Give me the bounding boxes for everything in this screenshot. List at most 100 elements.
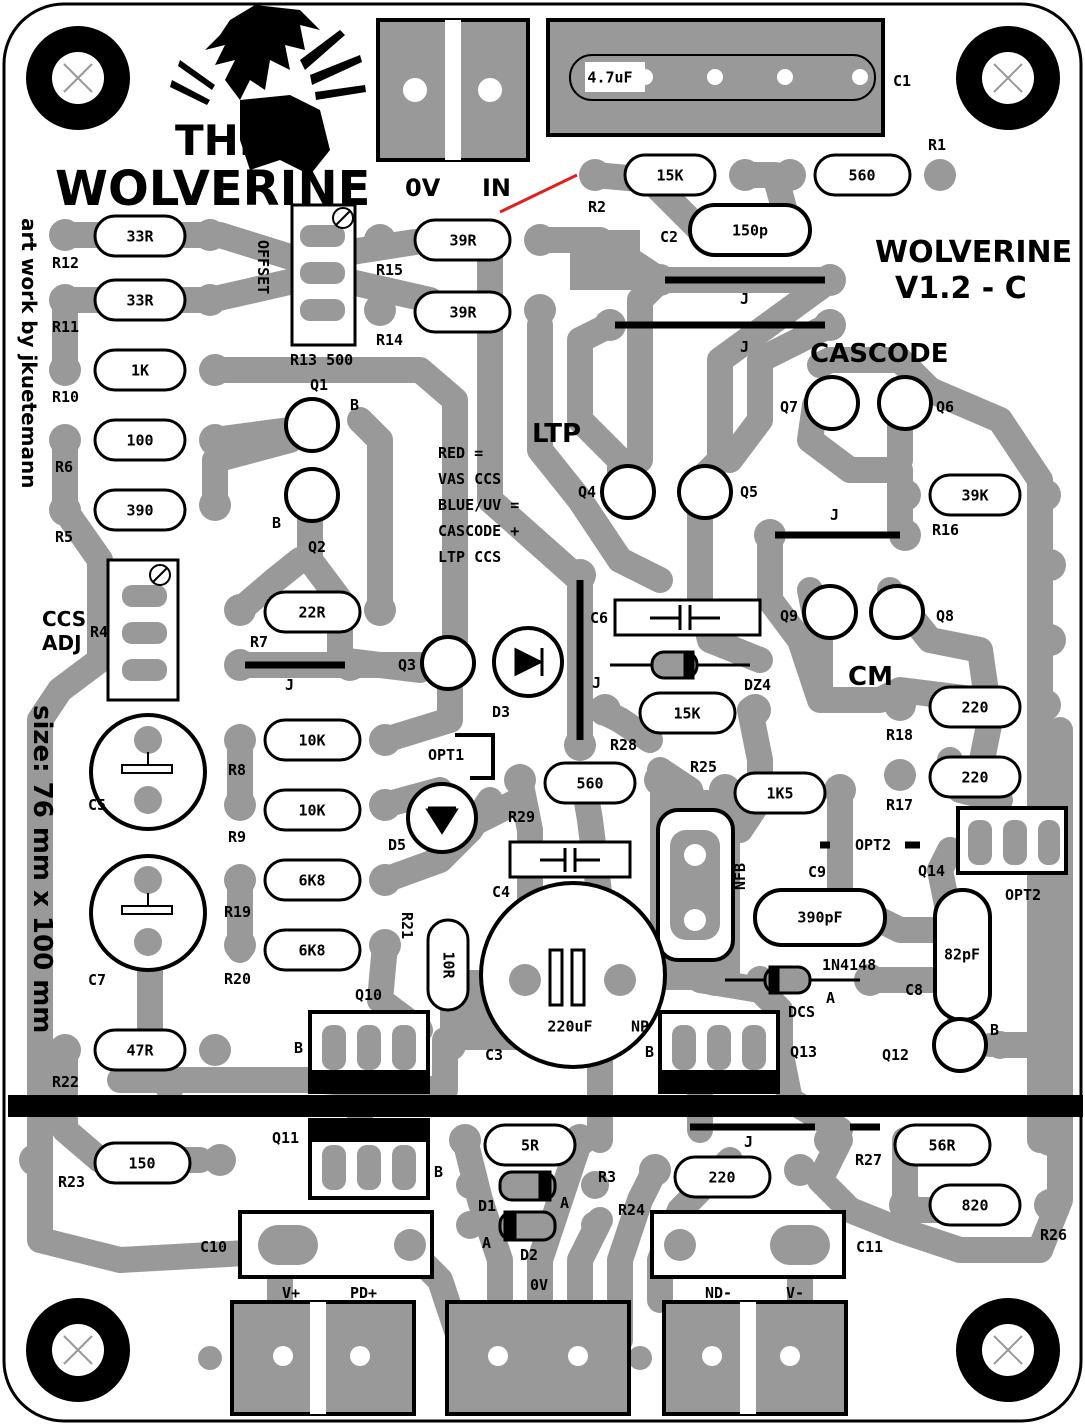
svg-text:B: B xyxy=(350,396,359,414)
output-terminals xyxy=(230,1300,848,1416)
red-wire xyxy=(499,173,578,214)
c3-value: 220uF xyxy=(547,1018,592,1036)
svg-text:C4: C4 xyxy=(492,883,510,901)
legend-line-1: RED = xyxy=(438,444,483,462)
svg-text:R14: R14 xyxy=(376,331,403,349)
svg-text:R15: R15 xyxy=(376,261,403,279)
r10-value: 1K xyxy=(131,362,149,380)
svg-text:D5: D5 xyxy=(388,836,406,854)
component-outlines xyxy=(93,153,1022,1227)
svg-text:R25: R25 xyxy=(690,758,717,776)
svg-text:Q8: Q8 xyxy=(936,607,954,625)
svg-text:B: B xyxy=(272,514,281,532)
svg-text:R12: R12 xyxy=(52,254,79,272)
r16-value: 39K xyxy=(961,487,988,505)
c7-body xyxy=(89,854,207,972)
wolverine-logo xyxy=(170,5,366,175)
r1-value: 560 xyxy=(848,167,875,185)
version-rev: V1.2 - C xyxy=(895,271,1027,306)
vplus-label: V+ xyxy=(282,1284,300,1302)
r26-value: 820 xyxy=(961,1197,988,1215)
r20-value: 6K8 xyxy=(298,942,325,960)
svg-text:J: J xyxy=(285,676,294,694)
c9-body xyxy=(753,888,887,947)
svg-text:Q11: Q11 xyxy=(272,1129,299,1147)
svg-text:Q2: Q2 xyxy=(308,538,326,556)
svg-text:J: J xyxy=(740,290,749,308)
svg-text:C10: C10 xyxy=(200,1238,227,1256)
in-0v-label: 0V xyxy=(405,174,441,202)
svg-text:OPT2: OPT2 xyxy=(855,836,891,854)
out-0v-label: 0V xyxy=(530,1276,548,1294)
size-note: size: 76 mm x 100 mm xyxy=(27,705,57,1033)
legend: RED = VAS CCS BLUE/UV = CASCODE + LTP CC… xyxy=(438,444,519,566)
ccs-label: CCS xyxy=(42,607,86,631)
svg-text:R19: R19 xyxy=(224,903,251,921)
r23-value: 150 xyxy=(128,1155,155,1173)
svg-text:B: B xyxy=(645,1043,654,1061)
r8-value: 10K xyxy=(298,732,325,750)
legend-line-2: VAS CCS xyxy=(438,470,501,488)
svg-text:R6: R6 xyxy=(55,458,73,476)
r7-value: 22R xyxy=(298,604,326,622)
opt1-bracket xyxy=(455,733,495,780)
r27-value: 56R xyxy=(928,1137,956,1155)
svg-text:C6: C6 xyxy=(590,609,608,627)
version-name: WOLVERINE xyxy=(875,235,1072,270)
svg-text:B: B xyxy=(990,1021,999,1039)
svg-text:R22: R22 xyxy=(52,1073,79,1091)
svg-text:R26: R26 xyxy=(1040,1226,1067,1244)
svg-text:A: A xyxy=(482,1234,491,1252)
svg-text:Q4: Q4 xyxy=(578,483,596,501)
svg-text:A: A xyxy=(826,989,835,1007)
svg-text:R9: R9 xyxy=(228,828,246,846)
svg-text:C2: C2 xyxy=(660,228,678,246)
r11-value: 33R xyxy=(126,292,154,310)
c5-body xyxy=(89,713,207,831)
svg-text:Q9: Q9 xyxy=(780,607,798,625)
c2-value: 150p xyxy=(732,222,768,240)
r24-value: 220 xyxy=(708,1169,735,1187)
svg-text:OPT1: OPT1 xyxy=(428,746,464,764)
svg-text:R23: R23 xyxy=(58,1173,85,1191)
c3-symbol xyxy=(548,948,586,1007)
svg-text:D2: D2 xyxy=(520,1246,538,1264)
r14-value: 39R xyxy=(449,304,477,322)
c3-pads xyxy=(509,964,636,996)
svg-text:Q12: Q12 xyxy=(882,1046,909,1064)
svg-text:R11: R11 xyxy=(52,318,79,336)
svg-text:R2: R2 xyxy=(588,198,606,216)
c8-value: 82pF xyxy=(944,946,980,964)
svg-text:R13 500: R13 500 xyxy=(290,351,353,369)
adj-label: ADJ xyxy=(42,631,82,655)
c3-np: NP xyxy=(631,1018,649,1036)
resistor-values: 33R 33R 1K 100 390 39R 39R 15K 560 39K 2… xyxy=(126,167,988,1215)
r29-value: 560 xyxy=(576,775,603,793)
svg-text:R16: R16 xyxy=(932,521,959,539)
svg-text:Q7: Q7 xyxy=(780,398,798,416)
svg-text:R3: R3 xyxy=(598,1168,616,1186)
svg-text:R29: R29 xyxy=(508,808,535,826)
svg-text:C8: C8 xyxy=(905,981,923,999)
legend-line-4: CASCODE + xyxy=(438,522,519,540)
cascode-label: CASCODE xyxy=(810,339,948,369)
svg-text:Q14: Q14 xyxy=(918,862,945,880)
c6-body xyxy=(613,598,762,637)
offset-label: OFFSET xyxy=(254,240,272,294)
vminus-label: V- xyxy=(786,1284,804,1302)
r9-value: 10K xyxy=(298,802,325,820)
svg-text:R7: R7 xyxy=(250,633,268,651)
c4-body xyxy=(508,840,632,879)
svg-text:D1: D1 xyxy=(478,1197,496,1215)
trimmer-r4 xyxy=(106,558,180,702)
legend-line-3: BLUE/UV = xyxy=(438,496,519,514)
svg-text:DZ4: DZ4 xyxy=(744,676,771,694)
svg-text:Q10: Q10 xyxy=(355,986,382,1004)
svg-text:R21: R21 xyxy=(398,912,416,939)
svg-text:R17: R17 xyxy=(886,796,913,814)
reference-designators: R12 R11 R10 R6 R5 R15 R14 R2 R1 R16 R7 R… xyxy=(52,72,1067,1264)
c9-value: 390pF xyxy=(797,909,842,927)
r19-value: 6K8 xyxy=(298,872,325,890)
svg-text:J: J xyxy=(744,1133,753,1151)
